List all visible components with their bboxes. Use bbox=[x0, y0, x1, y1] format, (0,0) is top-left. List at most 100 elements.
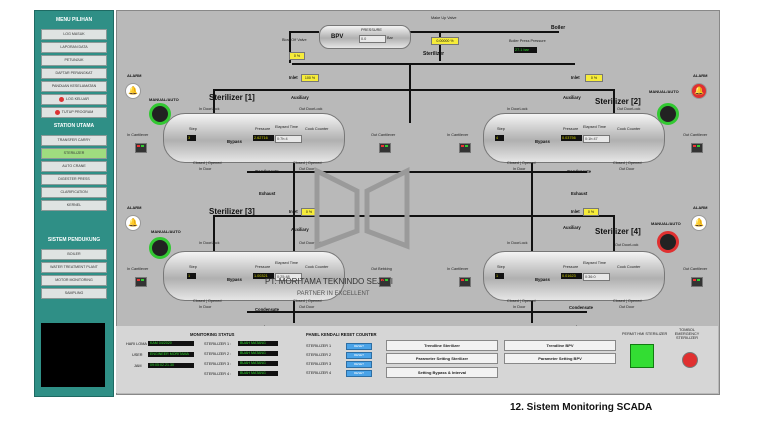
monitor-row-value: 09:05:02.21.30 bbox=[148, 363, 194, 368]
parameter-bpv-button[interactable]: Parameter Setting BPV bbox=[504, 353, 616, 364]
support-sampling[interactable]: SAMPLING bbox=[41, 288, 107, 299]
sterilizer-4-out-doorlock: Out DoorLock bbox=[615, 243, 639, 247]
sterilizer-3-closed-opened-out: Closed | Opened bbox=[293, 299, 322, 303]
sterilizer-4-manual-auto: MANUAL/AUTO bbox=[651, 221, 681, 226]
sterilizer-2-cantilever-panel[interactable] bbox=[459, 143, 471, 153]
sterilizer-2-inlet: Inlet bbox=[571, 75, 580, 80]
support-wtp[interactable]: WATER TREATMENT PLANT bbox=[41, 262, 107, 273]
sterilizer-1-out-panel[interactable] bbox=[379, 143, 391, 153]
sterilizer-1-mode-indicator[interactable] bbox=[149, 103, 171, 125]
sterilizer-3-alarm-label: ALARM bbox=[127, 205, 142, 210]
sterilizer-4-step-value: 1 bbox=[495, 273, 504, 279]
station-sterilizer[interactable]: STERILIZER bbox=[41, 148, 107, 159]
sterilizer-2-closed-opened-out: Closed | Opened bbox=[613, 161, 642, 165]
sterilizer-3-in-door: In Door bbox=[199, 305, 212, 309]
reset-row-label: STERILIZER 3 bbox=[306, 362, 332, 366]
sterilizer-2-step-label: Step bbox=[497, 127, 505, 131]
sterilizer-1-pressure-label: Pressure bbox=[255, 127, 271, 131]
reset-button[interactable]: RESET bbox=[346, 370, 372, 377]
sterilizer-2-elapsed-label: Elapsed Time bbox=[583, 125, 607, 129]
close-icon bbox=[54, 109, 60, 115]
parameter-sterilizer-button[interactable]: Parameter Setting Sterilizer bbox=[386, 353, 498, 364]
sterilizer-2-out-panel[interactable] bbox=[691, 143, 703, 153]
reset-button[interactable]: RESET bbox=[346, 361, 372, 368]
menu-tutup-program[interactable]: TUTUP PROGRAM bbox=[41, 107, 107, 118]
sterilizer-3-closed-opened: Closed | Opened bbox=[193, 299, 222, 303]
pipe bbox=[531, 123, 533, 323]
sterilizer-4-mode-indicator[interactable] bbox=[657, 231, 679, 253]
reset-button[interactable]: RESET bbox=[346, 352, 372, 359]
sterilizer-2-bell-icon: 🔔 bbox=[691, 83, 707, 99]
menu-panduan-keselamatan[interactable]: PANDUAN KESELAMATAN bbox=[41, 81, 107, 92]
sterilizer-2-exhaust: Exhaust bbox=[571, 191, 588, 196]
sterilizer-4-doorlock: In DoorLock bbox=[507, 241, 528, 245]
sterilizer-4-out-panel[interactable] bbox=[691, 277, 703, 287]
sterilizer-1-auxiliary: Auxiliary bbox=[291, 95, 309, 100]
sterilizer-4-step-label: Step bbox=[497, 265, 505, 269]
sterilizer-2-cook-label: Cook Counter bbox=[617, 127, 641, 131]
ster-status-label: STERILIZER 3 : bbox=[204, 362, 232, 366]
sterilizer-1-elapsed-label: Elapsed Time bbox=[275, 125, 299, 129]
sterilizer-4-auxiliary: Auxiliary bbox=[563, 225, 581, 230]
station-clarification[interactable]: CLARIFICATION bbox=[41, 187, 107, 198]
menu-daftar-perangkat[interactable]: DAFTAR PERANGKAT bbox=[41, 68, 107, 79]
watermark-company: PT. MORITAMA TEKNINDO SEJATI bbox=[265, 277, 394, 286]
sterilizer-4-closed-opened-out: Closed | Opened bbox=[613, 299, 642, 303]
sterilizer-1-pressure-value: 2.62716 bbox=[253, 135, 274, 141]
sterilizer-3-mode-indicator[interactable] bbox=[149, 237, 171, 259]
pipe bbox=[247, 311, 587, 313]
boiler-pressure-value: 27.1 bar bbox=[514, 47, 537, 53]
sterilizer-2-mode-indicator[interactable] bbox=[657, 103, 679, 125]
sterilizer-1-bell-icon: 🔔 bbox=[125, 83, 141, 99]
menu-laporan-data[interactable]: LAPORAN DATA bbox=[41, 42, 107, 53]
station-digester-press[interactable]: DIGESTER PRESS bbox=[41, 174, 107, 185]
permit-label: PERMIT HMI STERILIZER bbox=[622, 332, 668, 336]
sterilizer-1-manual-auto: MANUAL/AUTO bbox=[149, 97, 179, 102]
sterilizer-1-cantilever-panel[interactable] bbox=[135, 143, 147, 153]
sterilizer-3-cantilever-panel[interactable] bbox=[135, 277, 147, 287]
pipe bbox=[293, 123, 295, 323]
sterilizer-4-cantilever-panel[interactable] bbox=[459, 277, 471, 287]
menu-log-keluar[interactable]: LOG KELUAR bbox=[41, 94, 107, 105]
sterilizer-1-bypass: Bypass bbox=[227, 139, 242, 144]
sterilizer-1-closed-opened-out: Closed | Opened bbox=[293, 161, 322, 165]
station-transfer-carry[interactable]: TRANSFER CARRY bbox=[41, 135, 107, 146]
blow-off-value: 0 % bbox=[289, 52, 305, 60]
sterilizer-4-bell-icon: 🔔 bbox=[691, 215, 707, 231]
page-caption: 12. Sistem Monitoring SCADA bbox=[510, 402, 653, 413]
bpv-pressure-label: PRESSURE bbox=[361, 28, 382, 32]
ster-status-label: STERILIZER 1 : bbox=[204, 342, 232, 346]
sterilizer-4-in-cantilever: In Cantilever bbox=[447, 267, 469, 271]
trendline-bpv-button[interactable]: Trendline BPV bbox=[504, 340, 616, 351]
permit-hmi-button[interactable] bbox=[630, 344, 654, 368]
ster-status-value: BUAH MATANG bbox=[238, 351, 278, 356]
sterilizer-2-inlet-value: 0 % bbox=[585, 74, 603, 82]
station-auto-crane[interactable]: AUTO CRANE bbox=[41, 161, 107, 172]
reset-button[interactable]: RESET bbox=[346, 343, 372, 350]
support-boiler[interactable]: BOILER bbox=[41, 249, 107, 260]
make-up-valve-label: Make Up Valve bbox=[431, 16, 457, 20]
sterilizer-1-inlet: Inlet bbox=[289, 75, 298, 80]
sterilizer-4-inlet: Inlet bbox=[571, 209, 580, 214]
sterilizer-3-pressure-label: Pressure bbox=[255, 265, 271, 269]
sterilizer-1-out-cantilever: Out Cantilever bbox=[371, 133, 396, 137]
trendline-sterilizer-button[interactable]: Trendline Sterilizer bbox=[386, 340, 498, 351]
watermark-logo bbox=[314, 166, 410, 250]
sterilizer-1-condensate: Condensate bbox=[255, 169, 279, 174]
sterilizer-1-title: Sterilizer [1] bbox=[209, 93, 255, 102]
emergency-button[interactable] bbox=[682, 352, 698, 368]
menu-petunjuk[interactable]: PETUNJUK bbox=[41, 55, 107, 66]
sterilizer-3-out-panel[interactable] bbox=[379, 277, 391, 287]
pipe bbox=[289, 31, 291, 63]
sterilizer-3-step-label: Step bbox=[189, 265, 197, 269]
support-motor[interactable]: MOTOR MONITORING bbox=[41, 275, 107, 286]
sterilizer-2-bypass: Bypass bbox=[535, 139, 550, 144]
sterilizer-1-closed-opened: Closed | Opened bbox=[193, 161, 222, 165]
sterilizer-3-step-value: 1 bbox=[187, 273, 196, 279]
blow-off-valve-label: Blow Off Valve bbox=[282, 38, 307, 42]
reset-row-label: STERILIZER 1 bbox=[306, 344, 332, 348]
station-kernel[interactable]: KERNEL bbox=[41, 200, 107, 211]
sterilizer-4-title: Sterilizer [4] bbox=[595, 227, 641, 236]
bypass-interval-button[interactable]: Setting Bypass & Interval bbox=[386, 367, 498, 378]
menu-log-masuk[interactable]: LOG MASUK bbox=[41, 29, 107, 40]
